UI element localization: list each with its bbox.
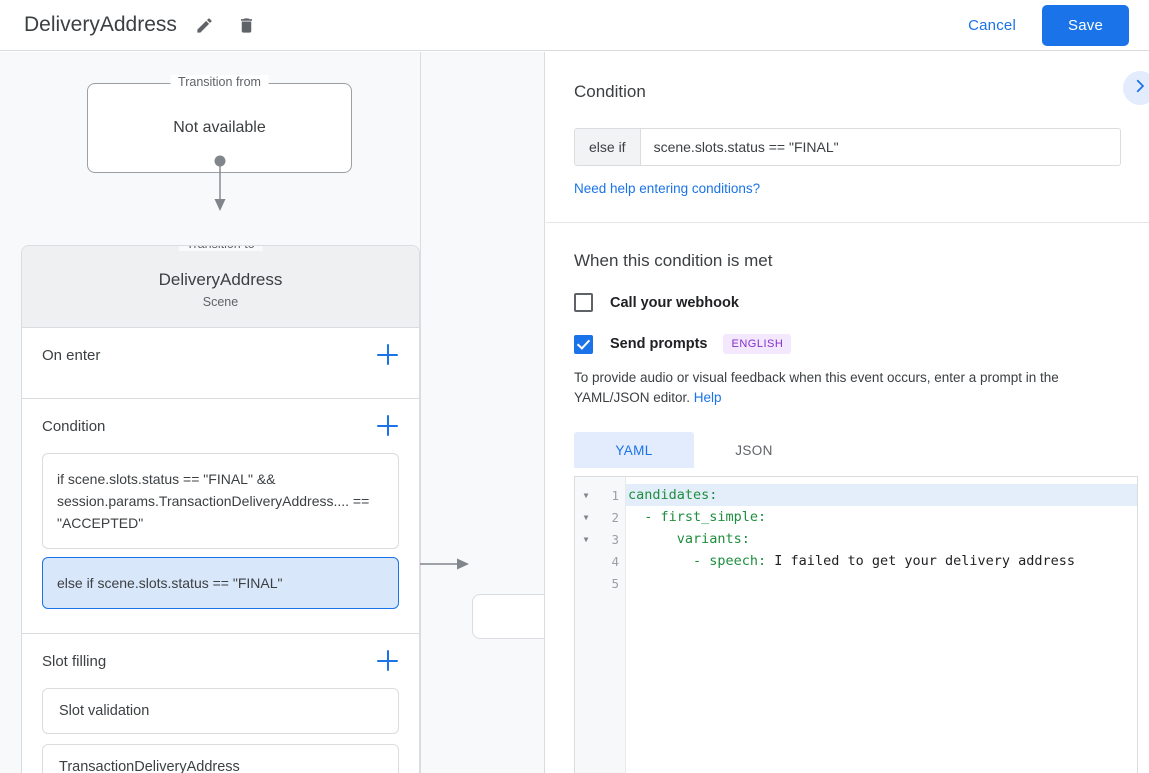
gutter-row[interactable]: ▼3 xyxy=(575,528,625,550)
scene-type: Scene xyxy=(202,295,239,309)
section-condition-title: Condition xyxy=(42,417,106,435)
condition-block-title: Condition xyxy=(574,82,646,101)
section-slot-filling-header: Slot filling xyxy=(42,634,399,688)
transition-to-node[interactable]: Transition to DeliveryAddress Scene On e… xyxy=(21,245,420,773)
condition-prefix: else if xyxy=(575,129,641,165)
code-line[interactable]: candidates: xyxy=(626,484,1137,506)
transition-to-header: Transition to DeliveryAddress Scene xyxy=(22,246,419,328)
app-header: DeliveryAddress Cancel Save xyxy=(0,0,1149,51)
webhook-row[interactable]: Call your webhook xyxy=(574,293,1121,312)
detail-panel: Condition else if Need help entering con… xyxy=(546,52,1149,773)
transition-from-node[interactable]: Transition from Not available xyxy=(87,75,352,173)
code-key: - first_simple: xyxy=(628,509,767,525)
canvas-divider xyxy=(420,52,421,773)
delete-button[interactable] xyxy=(233,11,261,39)
code-editor[interactable]: ▼1 ▼2 ▼3 4 5 candidates: - first_simple:… xyxy=(574,476,1138,773)
section-slot-filling: Slot filling Slot validation Transaction… xyxy=(22,634,419,773)
chevron-right-icon xyxy=(1131,77,1149,100)
line-number: 2 xyxy=(611,509,619,525)
send-prompts-row[interactable]: Send prompts ENGLISH xyxy=(574,334,1121,354)
condition-input-row[interactable]: else if xyxy=(574,128,1121,166)
target-node-partial[interactable] xyxy=(472,594,544,639)
page-title: DeliveryAddress xyxy=(24,13,177,36)
prompts-help-link[interactable]: Help xyxy=(693,390,722,405)
editor-code-area[interactable]: candidates: - first_simple: variants: - … xyxy=(626,477,1137,773)
condition-block: Condition else if Need help entering con… xyxy=(546,52,1149,223)
slot-list-item[interactable]: Slot validation xyxy=(42,688,399,734)
add-slot-filling-button[interactable] xyxy=(377,650,399,672)
code-line[interactable]: variants: xyxy=(626,528,1137,550)
section-slot-filling-title: Slot filling xyxy=(42,652,107,670)
section-condition: Condition if scene.slots.status == "FINA… xyxy=(22,399,419,634)
condition-expression-input[interactable] xyxy=(640,129,1120,165)
fold-toggle-icon[interactable]: ▼ xyxy=(583,490,589,500)
code-key: variants: xyxy=(628,531,750,547)
code-value: I failed to get your delivery address xyxy=(766,553,1076,569)
cancel-button[interactable]: Cancel xyxy=(958,9,1026,42)
when-condition-met-block: When this condition is met Call your web… xyxy=(546,223,1149,773)
editor-format-tabs: YAML JSON xyxy=(574,432,1121,468)
section-condition-header: Condition xyxy=(42,399,399,453)
code-key: candidates: xyxy=(628,487,718,503)
add-condition-button[interactable] xyxy=(377,415,399,437)
scene-name: DeliveryAddress xyxy=(158,270,283,289)
transition-from-label: Not available xyxy=(173,119,266,136)
line-number: 5 xyxy=(611,575,619,591)
code-line[interactable]: - speech: I failed to get your delivery … xyxy=(626,550,1137,572)
prompts-description-text: To provide audio or visual feedback when… xyxy=(574,370,1059,405)
code-line[interactable] xyxy=(626,572,1137,594)
slot-list-item[interactable]: TransactionDeliveryAddress xyxy=(42,744,399,773)
fold-toggle-icon[interactable]: ▼ xyxy=(583,534,589,544)
edit-button[interactable] xyxy=(191,11,219,39)
gutter-row[interactable]: 4 xyxy=(575,550,625,572)
line-number: 4 xyxy=(611,553,619,569)
send-prompts-label: Send prompts xyxy=(610,336,708,352)
transition-from-legend: Transition from xyxy=(170,75,269,89)
call-webhook-checkbox[interactable] xyxy=(574,293,593,312)
collapse-panel-button[interactable] xyxy=(1123,71,1149,105)
condition-list-item[interactable]: else if scene.slots.status == "FINAL" xyxy=(42,557,399,609)
trash-icon xyxy=(237,16,256,35)
section-on-enter-title: On enter xyxy=(42,346,101,364)
transition-to-legend: Transition to xyxy=(178,246,263,251)
code-key: - speech: xyxy=(628,553,767,569)
when-met-title: When this condition is met xyxy=(574,251,773,270)
condition-list-item[interactable]: if scene.slots.status == "FINAL" && sess… xyxy=(42,453,399,549)
condition-help-link[interactable]: Need help entering conditions? xyxy=(574,181,761,196)
gutter-row[interactable]: ▼1 xyxy=(575,484,625,506)
fold-toggle-icon[interactable]: ▼ xyxy=(583,512,589,522)
language-badge: ENGLISH xyxy=(723,334,792,354)
code-line[interactable]: - first_simple: xyxy=(626,506,1137,528)
line-number: 1 xyxy=(611,487,619,503)
send-prompts-checkbox[interactable] xyxy=(574,334,593,354)
pencil-icon xyxy=(195,16,214,35)
graph-canvas[interactable]: Transition from Not available Transition… xyxy=(0,52,545,773)
section-on-enter: On enter xyxy=(22,328,419,399)
gutter-row[interactable]: ▼2 xyxy=(575,506,625,528)
line-number: 3 xyxy=(611,531,619,547)
editor-gutter: ▼1 ▼2 ▼3 4 5 xyxy=(575,477,626,773)
save-button[interactable]: Save xyxy=(1042,4,1129,46)
gutter-row[interactable]: 5 xyxy=(575,572,625,594)
section-on-enter-header: On enter xyxy=(42,328,399,382)
call-webhook-label: Call your webhook xyxy=(610,294,739,311)
prompts-description: To provide audio or visual feedback when… xyxy=(574,368,1121,408)
tab-yaml[interactable]: YAML xyxy=(574,432,694,468)
tab-json[interactable]: JSON xyxy=(735,442,773,458)
add-on-enter-button[interactable] xyxy=(377,344,399,366)
